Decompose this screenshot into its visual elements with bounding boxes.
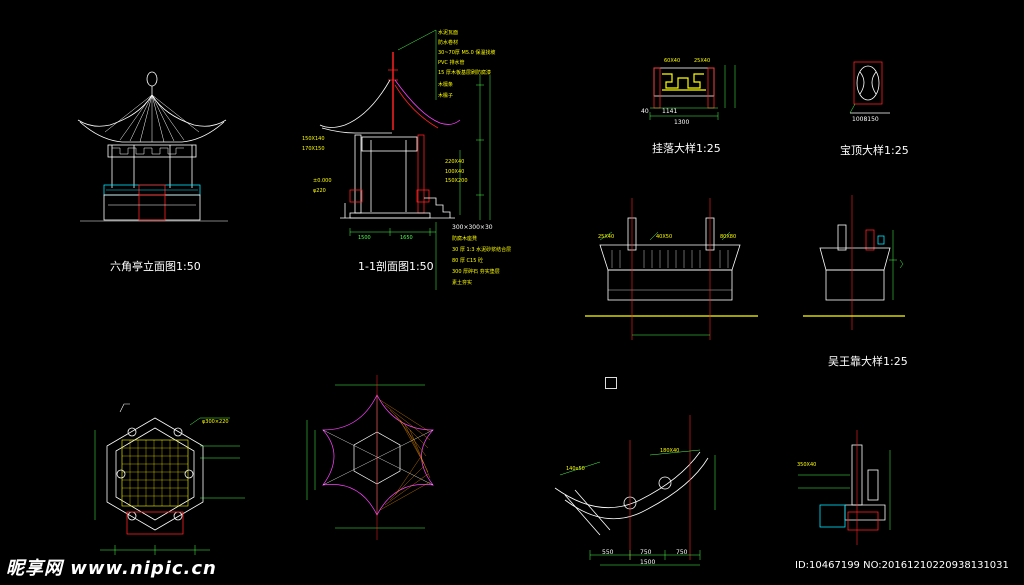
svg-text:防水卷材: 防水卷材 xyxy=(438,39,458,46)
svg-text:170X150: 170X150 xyxy=(302,146,325,152)
svg-text:60X40: 60X40 xyxy=(664,58,680,64)
finial-detail-caption: 宝顶大样1:25 xyxy=(840,144,909,157)
svg-text:40X50: 40X50 xyxy=(656,234,672,240)
svg-text:30~70厚 M5.0 保温找坡: 30~70厚 M5.0 保温找坡 xyxy=(438,49,495,56)
svg-text:1008150: 1008150 xyxy=(852,116,879,123)
svg-text:25X40: 25X40 xyxy=(598,234,614,240)
svg-text:750: 750 xyxy=(676,549,688,556)
rafter-detail: 140x50 180X40 550 750 750 1500 xyxy=(554,415,716,566)
svg-text:750: 750 xyxy=(640,549,652,556)
svg-text:防腐木座凳: 防腐木座凳 xyxy=(452,235,477,242)
svg-text:水泥瓦面: 水泥瓦面 xyxy=(438,29,458,36)
svg-text:25X40: 25X40 xyxy=(694,58,710,64)
svg-text:150X140: 150X140 xyxy=(302,136,325,142)
svg-text:140x50: 140x50 xyxy=(566,466,585,472)
pavilion-elevation-caption: 六角亭立面图1:50 xyxy=(110,260,201,273)
finial-detail: 1008150 xyxy=(849,61,890,123)
svg-text:木椽子: 木椽子 xyxy=(438,92,453,99)
svg-text:180X40: 180X40 xyxy=(660,448,679,454)
column-base-detail: 350X40 xyxy=(797,430,891,545)
svg-text:100X40: 100X40 xyxy=(445,169,464,175)
bench-detail-caption: 吴王靠大样1:25 xyxy=(828,355,908,368)
svg-text:PVC 排水管: PVC 排水管 xyxy=(438,59,465,66)
svg-text:1500: 1500 xyxy=(358,235,371,241)
pavilion-elevation-drawing xyxy=(77,71,228,222)
bench-detail-right xyxy=(803,195,905,330)
svg-text:φ220: φ220 xyxy=(313,188,326,194)
bench-detail-left: 25X40 40X50 80X80 xyxy=(585,198,758,340)
svg-text:40: 40 xyxy=(641,108,649,115)
svg-text:1300: 1300 xyxy=(674,119,689,126)
svg-text:350X40: 350X40 xyxy=(797,462,816,468)
svg-text:550: 550 xyxy=(602,549,614,556)
svg-text:80X80: 80X80 xyxy=(720,234,736,240)
empty-square-marker xyxy=(605,377,617,389)
svg-text:木檩条: 木檩条 xyxy=(438,81,453,88)
svg-text:80 厚 C15 砼: 80 厚 C15 砼 xyxy=(452,257,483,264)
svg-text:素土夯实: 素土夯实 xyxy=(452,279,472,286)
hanging-lattice-detail: 60X40 25X40 1300 1141 40 xyxy=(641,58,736,126)
pavilion-floor-plan: φ300×220 xyxy=(94,403,245,555)
svg-text:φ300×220: φ300×220 xyxy=(202,419,229,425)
svg-text:15 厚木板基层刷防腐漆: 15 厚木板基层刷防腐漆 xyxy=(438,69,491,76)
svg-text:30 厚 1:3 水泥砂浆结合层: 30 厚 1:3 水泥砂浆结合层 xyxy=(452,246,511,253)
svg-text:220X40: 220X40 xyxy=(445,159,464,165)
roof-framing-plan xyxy=(306,375,434,540)
svg-text:1500: 1500 xyxy=(640,559,655,566)
hanging-detail-caption: 挂落大样1:25 xyxy=(652,142,721,155)
watermark-id: ID:10467199 NO:20161210220938131031 xyxy=(795,560,1009,571)
pavilion-section-caption: 1-1剖面图1:50 xyxy=(358,260,434,273)
svg-text:±0.000: ±0.000 xyxy=(313,178,332,184)
svg-text:1650: 1650 xyxy=(400,235,413,241)
watermark-logo: 昵享网 www.nipic.cn xyxy=(6,558,217,579)
pavilion-section-drawing: 水泥瓦面 防水卷材 30~70厚 M5.0 保温找坡 PVC 排水管 15 厚木… xyxy=(302,29,511,290)
svg-text:300×300×30: 300×300×30 xyxy=(452,224,493,231)
svg-text:150X200: 150X200 xyxy=(445,178,468,184)
svg-text:1141: 1141 xyxy=(662,108,677,115)
svg-text:300 厚碎石 夯实垫层: 300 厚碎石 夯实垫层 xyxy=(452,268,500,275)
